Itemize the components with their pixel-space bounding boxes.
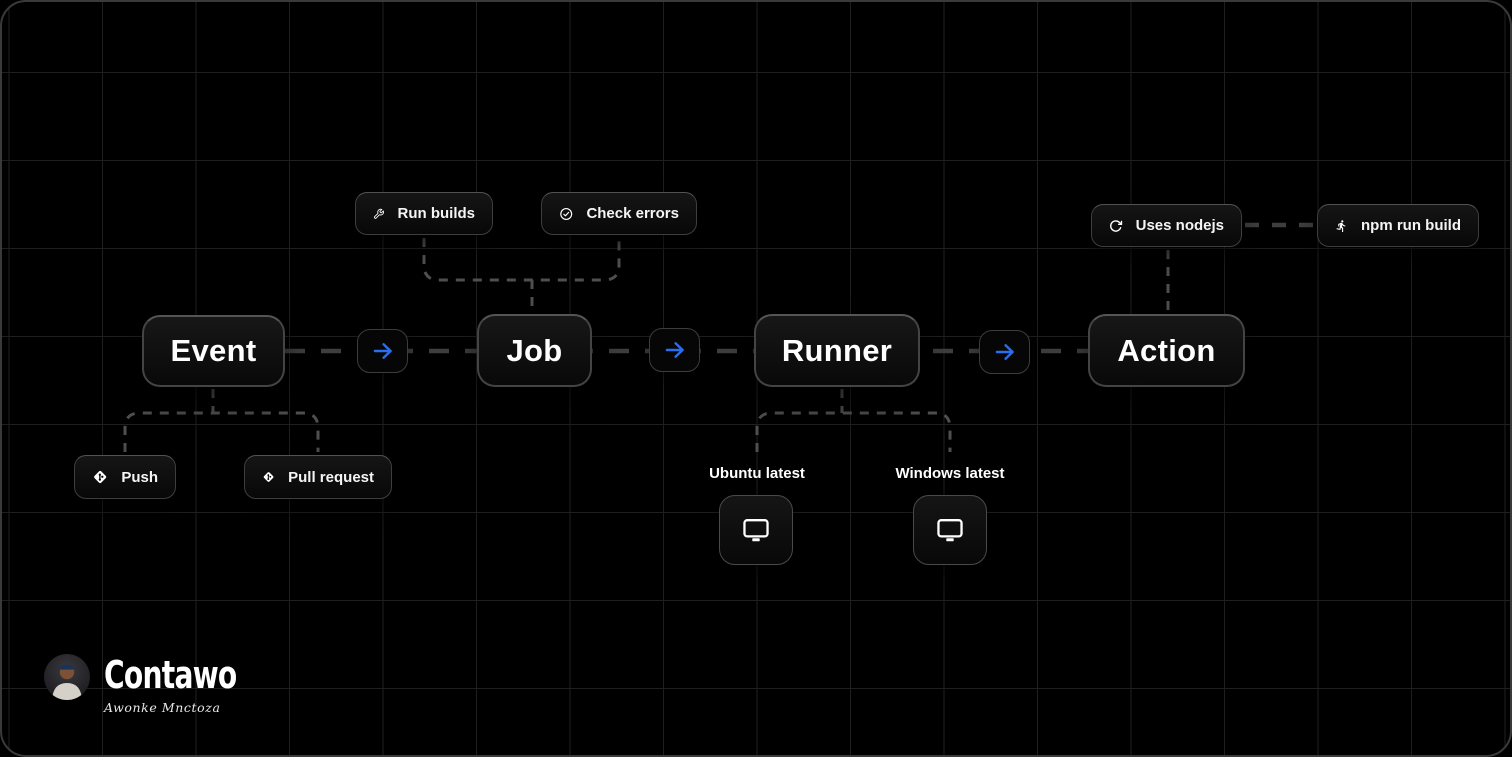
monitor-icon xyxy=(937,519,963,542)
node-runner: Runner xyxy=(754,314,920,387)
arrow-right-icon xyxy=(995,344,1014,360)
arrow-right-icon xyxy=(373,343,392,359)
refresh-icon xyxy=(1110,219,1123,232)
brand-text: Contawo Awonke Mnctoza xyxy=(104,654,283,715)
chip-uses-nodejs-label: Uses nodejs xyxy=(1135,217,1224,234)
brand-block: Contawo Awonke Mnctoza xyxy=(44,654,283,715)
chip-pull-request: Pull request xyxy=(244,455,392,499)
brand-signature: Awonke Mnctoza xyxy=(104,700,221,715)
chip-uses-nodejs: Uses nodejs xyxy=(1091,204,1242,247)
machine-label-ubuntu: Ubuntu latest xyxy=(709,465,805,482)
machine-label-windows: Windows latest xyxy=(895,465,1005,482)
chip-push: Push xyxy=(74,455,176,499)
chip-pull-request-label: Pull request xyxy=(288,468,374,486)
machine-ubuntu xyxy=(719,495,793,565)
avatar-person-icon xyxy=(52,664,82,700)
flow-arrow-button-3 xyxy=(979,330,1030,374)
node-job-label: Job xyxy=(506,332,563,368)
wrench-icon xyxy=(374,208,384,219)
monitor-icon xyxy=(743,519,769,542)
chip-run-builds-label: Run builds xyxy=(397,205,476,222)
brand-avatar xyxy=(44,654,90,700)
chip-npm-run-build: npm run build xyxy=(1317,204,1479,247)
check-circle-icon xyxy=(560,207,573,220)
flow-arrow-button-1 xyxy=(357,329,408,373)
node-runner-label: Runner xyxy=(781,332,893,368)
node-event-label: Event xyxy=(170,333,257,368)
running-person-icon xyxy=(1336,219,1346,232)
node-action-label: Action xyxy=(1117,332,1216,368)
git-icon xyxy=(263,472,274,482)
machine-windows xyxy=(913,495,987,565)
node-action: Action xyxy=(1088,314,1245,387)
chip-push-label: Push xyxy=(121,468,158,486)
arrow-right-icon xyxy=(665,342,684,358)
chip-check-errors-label: Check errors xyxy=(586,205,679,222)
chip-run-builds: Run builds xyxy=(355,192,493,235)
flow-arrow-button-2 xyxy=(649,328,700,372)
node-event: Event xyxy=(142,315,285,387)
chip-npm-run-build-label: npm run build xyxy=(1361,217,1461,234)
node-job: Job xyxy=(477,314,592,387)
git-icon xyxy=(94,471,107,483)
chip-check-errors: Check errors xyxy=(541,192,697,235)
brand-name: Contawo xyxy=(104,653,237,697)
